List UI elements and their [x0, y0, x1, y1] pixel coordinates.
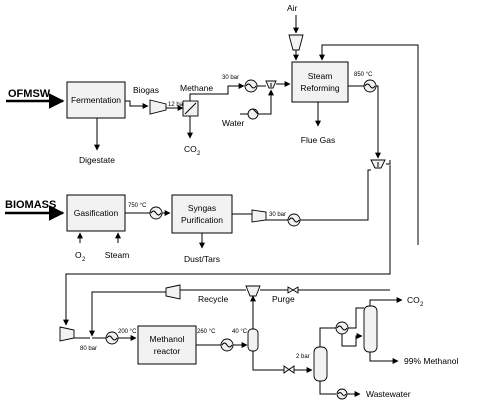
t40-label: 40 °C — [232, 329, 248, 335]
compressor-biogas — [149, 99, 167, 115]
digestate-label: Digestate — [79, 155, 115, 165]
gasification-label: Gasification — [74, 208, 119, 218]
purge-valve — [287, 286, 299, 294]
steam-reforming-unit: Steam Reforming — [291, 61, 349, 103]
dust-tars-label: Dust/Tars — [184, 254, 220, 264]
flue-gas-label: Flue Gas — [301, 135, 336, 145]
methanol-reactor-label-1: Methanol — [150, 334, 185, 344]
biomass-feed: BIOMASS — [5, 199, 65, 221]
p2-label: 2 bar — [296, 354, 310, 360]
distillation-column-2 — [363, 305, 378, 353]
ofmsw-feed: OFMSW — [6, 88, 65, 109]
fermentation-unit: Fermentation — [66, 81, 126, 119]
gasification-unit: Gasification — [66, 194, 126, 232]
methanol-product-label: 99% Methanol — [404, 356, 458, 366]
co2-sub-b: 2 — [420, 302, 424, 308]
p12-label: 12 bar — [168, 102, 185, 108]
biomass-label: BIOMASS — [5, 199, 56, 211]
flash-drum — [247, 328, 259, 352]
p30b-label: 30 bar — [269, 212, 286, 218]
recycle-compressor — [165, 284, 181, 300]
letdown-valve — [283, 365, 295, 374]
purge-label: Purge — [272, 294, 295, 304]
methane-label: Methane — [180, 83, 213, 93]
t260-label: 260 °C — [197, 329, 216, 335]
ofmsw-label: OFMSW — [8, 88, 51, 100]
air-blower — [288, 34, 304, 51]
syngas-purification-unit: Syngas Purification — [171, 194, 233, 234]
methanol-reactor-label-2: reactor — [154, 346, 181, 356]
air-label: Air — [287, 3, 298, 13]
steam-reforming-label-2: Reforming — [300, 83, 339, 93]
syngas-purification-label-2: Purification — [181, 215, 223, 225]
recycle-label: Recycle — [198, 294, 229, 304]
o2-sub: 2 — [82, 257, 86, 263]
co2-label-a: CO — [184, 144, 197, 154]
fermentation-label: Fermentation — [71, 95, 121, 105]
wastewater-label: Wastewater — [366, 389, 411, 399]
p80-label: 80 bar — [80, 346, 97, 352]
biogas-label: Biogas — [133, 85, 159, 95]
compressor-syngas-2 — [59, 326, 75, 342]
co2-label-b: CO — [407, 295, 420, 305]
distillation-column-1 — [313, 346, 328, 382]
steam-label: Steam — [105, 250, 130, 260]
steam-reforming-label-1: Steam — [308, 71, 333, 81]
t750-label: 750 °C — [128, 203, 147, 209]
p30a-label: 30 bar — [222, 75, 239, 81]
purge-splitter — [245, 285, 261, 297]
water-label: Water — [222, 118, 245, 128]
methanol-reactor-unit: Methanol reactor — [137, 325, 197, 365]
syngas-purification-label-1: Syngas — [188, 203, 216, 213]
t850-label: 850 °C — [354, 72, 373, 78]
t200-label: 200 °C — [118, 329, 137, 335]
co2-sub-a: 2 — [197, 151, 201, 157]
compressor-syngas — [251, 209, 267, 223]
water-pump — [247, 108, 259, 120]
o2-label: O — [75, 250, 82, 260]
